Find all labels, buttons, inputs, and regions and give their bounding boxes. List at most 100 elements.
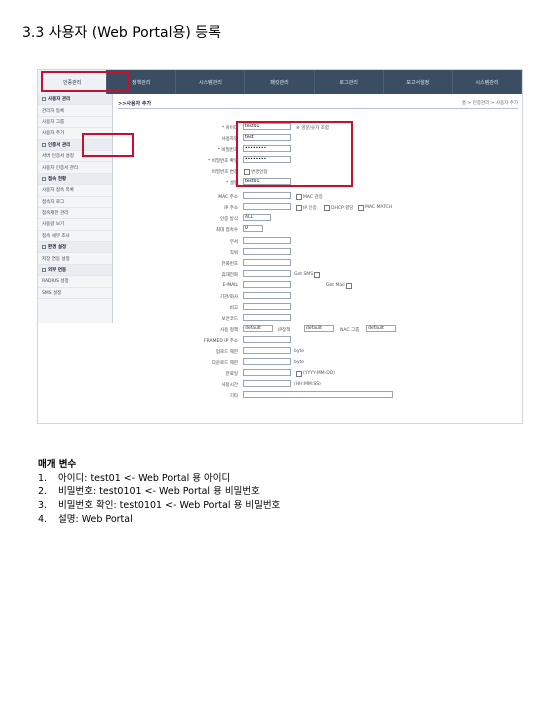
ip-auth-checkbox[interactable] — [296, 205, 302, 211]
field-label: 비밀번호 변경 — [211, 170, 238, 175]
position-input[interactable] — [243, 248, 291, 255]
sidebar-item[interactable]: 서버 인증서 설정 — [38, 151, 112, 163]
form-row-upload: 업로드 제한 byte — [118, 347, 518, 357]
field-label: 인증 방식 — [220, 217, 238, 222]
section-heading: 3.3 사용자 (Web Portal용) 등록 — [22, 25, 222, 41]
sidebar-section-environment[interactable]: 환경 설정 — [38, 242, 112, 254]
sidebar-item[interactable]: SMS 설정 — [38, 288, 112, 300]
highlight-box-form — [236, 121, 353, 187]
item-text: 아이디: test01 <- Web Portal 용 아이디 — [58, 472, 231, 484]
checkbox-label: IP 인증 — [303, 206, 317, 211]
sidebar-label: 서버 인증서 설정 — [42, 154, 74, 160]
expire-checkbox[interactable] — [296, 371, 302, 377]
field-label: 업로드 제한 — [215, 350, 238, 355]
sidebar-item[interactable]: 접속 세부 조사 — [38, 231, 112, 243]
form-row-policy: 사용 정책 default IP정책 default NAC 그룹 defaul… — [118, 325, 518, 335]
tab-system-management[interactable]: 시스템관리 — [176, 70, 246, 94]
time-input[interactable] — [243, 380, 291, 387]
tab-system-admin[interactable]: 시스템관리 — [453, 70, 522, 94]
password-input[interactable]: •••••••• — [243, 145, 291, 152]
upload-input[interactable] — [243, 347, 291, 354]
password-confirm-input[interactable]: •••••••• — [243, 156, 291, 163]
form-row-password: * 비밀번호 •••••••• — [118, 145, 518, 155]
get-mail-checkbox[interactable] — [346, 283, 352, 289]
field-label: 기타 — [229, 394, 238, 399]
field-label: 사용 정책 — [220, 328, 238, 333]
auth-type-select[interactable]: ALL — [243, 214, 271, 221]
checkbox-label: Get Mail — [326, 283, 345, 288]
field-label: MAC 주소 — [218, 195, 238, 200]
item-text: 비밀번호: test0101 <- Web Portal 용 비밀번호 — [58, 486, 260, 498]
name-input[interactable]: test — [243, 134, 291, 141]
tab-report-settings[interactable]: 보고서설정 — [384, 70, 453, 94]
tab-policy-management[interactable]: 정책관리 — [107, 70, 177, 94]
item-text: 비밀번호 확인: test0101 <- Web Portal 용 비밀번호 — [58, 500, 281, 512]
form-row-dept: 부서 — [118, 237, 518, 247]
item-number: 3. — [38, 500, 48, 512]
sidebar-label: 사용자 추가 — [42, 131, 65, 137]
sidebar-label: 접속자 로그 — [42, 199, 65, 205]
form-row-mac: MAC 주소 MAC 검증 — [118, 192, 518, 202]
field-label: IP정책 — [278, 328, 291, 333]
parameter-title: 매개 변수 — [38, 459, 77, 470]
sidebar-item[interactable]: 접속제한 관리 — [38, 208, 112, 220]
sidebar-item[interactable]: RADIUS 설정 — [38, 276, 112, 288]
framed-ip-input[interactable] — [243, 336, 291, 343]
download-input[interactable] — [243, 358, 291, 365]
dhcp-checkbox[interactable] — [324, 205, 330, 211]
sidebar-section-users[interactable]: 사용자 관리 — [38, 94, 112, 106]
dept-input[interactable] — [243, 237, 291, 244]
field-label: E-MAIL — [222, 283, 238, 288]
sidebar-item[interactable]: 관리자 등록 — [38, 105, 112, 117]
sidebar-item[interactable]: 사용자 접속 목록 — [38, 185, 112, 197]
sidebar-label: 환경 설정 — [48, 245, 67, 251]
email-input[interactable] — [243, 281, 291, 288]
parameter-item: 1.아이디: test01 <- Web Portal 용 아이디 — [38, 472, 280, 486]
phone-input[interactable] — [243, 259, 291, 266]
mobile-input[interactable] — [243, 270, 291, 277]
mac-input[interactable] — [243, 192, 291, 199]
expire-input[interactable] — [243, 369, 291, 376]
org-input[interactable] — [243, 292, 291, 299]
description-input[interactable]: test01 — [243, 178, 291, 185]
sidebar-item[interactable]: 사용자 인증서 관리 — [38, 162, 112, 174]
note-input[interactable] — [243, 303, 291, 310]
ip-input[interactable] — [243, 203, 291, 210]
sidebar-item-add-user[interactable]: 사용자 추가 — [38, 128, 112, 140]
sidebar-section-external[interactable]: 외부 연동 — [38, 264, 112, 277]
mac-check-checkbox[interactable] — [296, 194, 302, 200]
policy-select[interactable]: default — [243, 325, 273, 332]
user-id-input[interactable]: test01 — [243, 123, 291, 130]
form-row-sec-code: 보안코드 — [118, 314, 518, 324]
sidebar-label: 인증서 관리 — [48, 142, 71, 148]
tab-packet-management[interactable]: 패킷관리 — [245, 70, 315, 94]
nac-group-select[interactable]: default — [366, 325, 396, 332]
folder-icon — [42, 245, 46, 250]
parameter-item: 4.설명: Web Portal — [38, 513, 280, 527]
sidebar-item[interactable]: 접속자 로그 — [38, 197, 112, 208]
field-label: * 아이디 — [221, 126, 238, 131]
password-change-checkbox[interactable] — [244, 169, 250, 175]
sidebar-item[interactable]: 저장 연동 설정 — [38, 253, 112, 265]
sidebar-item[interactable]: 사용자 그룹 — [38, 117, 112, 129]
sidebar-label: 접속제한 관리 — [42, 211, 69, 217]
sidebar-section-connections[interactable]: 접속 현황 — [38, 173, 112, 186]
form-row-download: 다운로드 제한 byte — [118, 358, 518, 368]
sec-code-input[interactable] — [243, 314, 291, 321]
field-label: 다운로드 제한 — [211, 361, 238, 366]
sidebar-label: 관리자 등록 — [42, 108, 65, 114]
sidebar-label: 접속 세부 조사 — [42, 233, 70, 239]
sidebar-item[interactable]: 사용량 보기 — [38, 219, 112, 231]
item-number: 2. — [38, 486, 48, 498]
tab-log-management[interactable]: 로그관리 — [315, 70, 384, 94]
max-sessions-input[interactable]: 0 — [243, 225, 263, 232]
mac-match-checkbox[interactable] — [358, 205, 364, 211]
field-label: 휴대전화 — [221, 273, 238, 278]
ip-policy-select[interactable]: default — [304, 325, 334, 332]
item-text: 설명: Web Portal — [58, 513, 133, 525]
get-sms-checkbox[interactable] — [314, 272, 320, 278]
form-row-user-id: * 아이디 test01 ※ 영문/숫자 조합 — [118, 123, 518, 133]
sidebar-label: 외부 연동 — [48, 268, 67, 274]
sidebar-section-certs[interactable]: 인증서 관리 — [38, 139, 112, 151]
etc-input[interactable] — [243, 391, 393, 398]
